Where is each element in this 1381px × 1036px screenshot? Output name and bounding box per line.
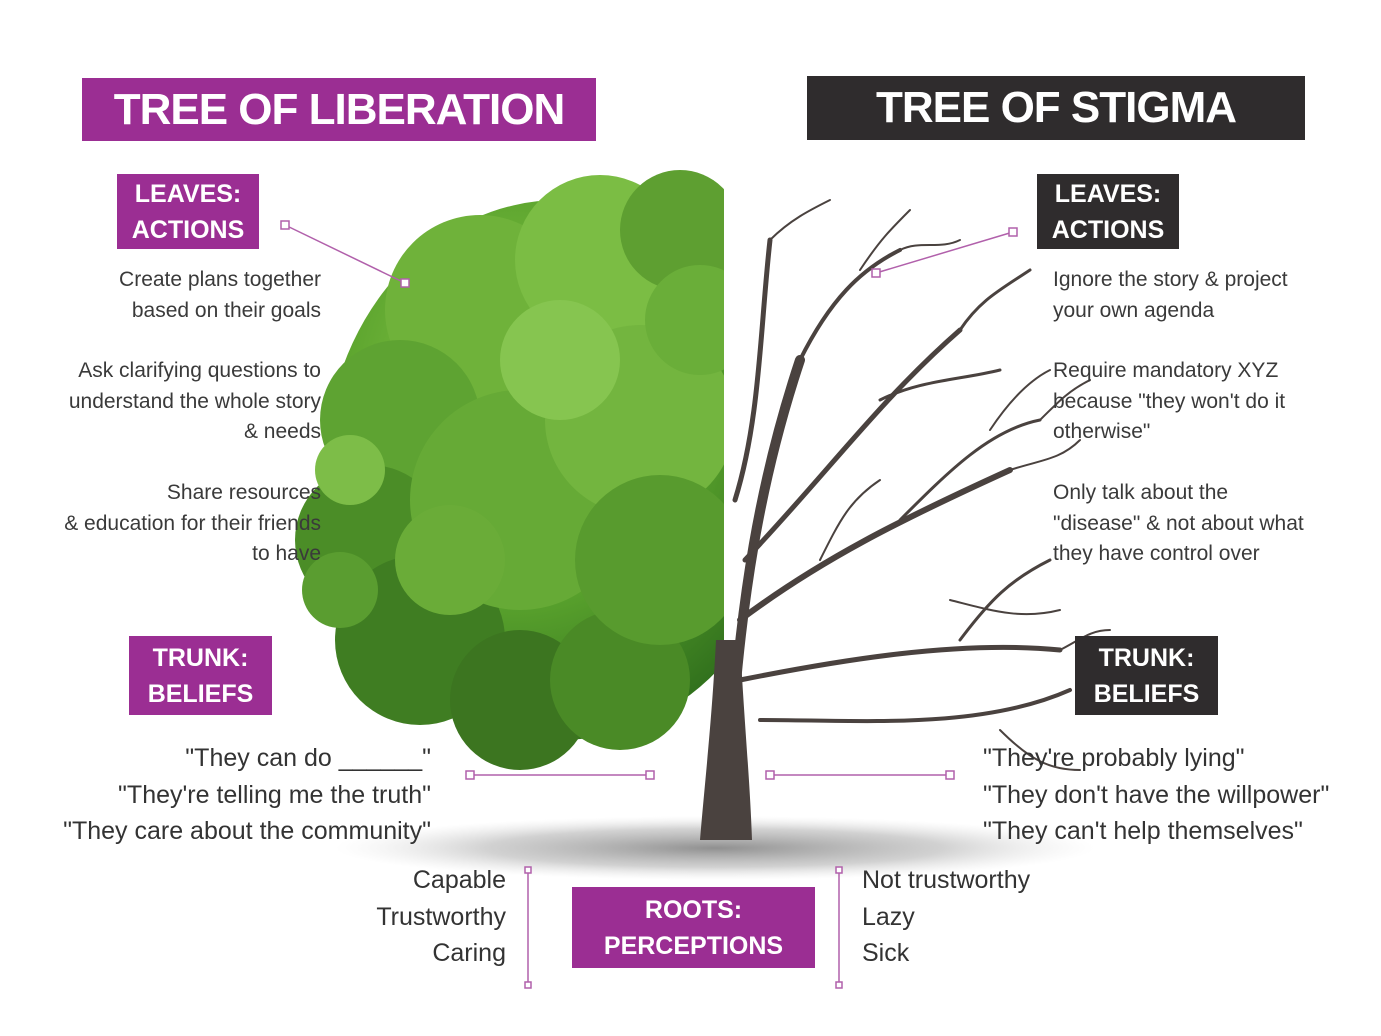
tree-trunk	[700, 640, 752, 840]
label-line: LEAVES:	[134, 179, 242, 208]
ground-shadow	[335, 816, 1095, 880]
liberation-action-1: Create plans together based on their goa…	[119, 265, 321, 326]
action-line: Only talk about the	[1053, 481, 1229, 504]
label-line: ACTIONS	[131, 215, 245, 244]
perception-line: Caring	[432, 939, 506, 967]
action-line: because "they won't do it	[1053, 389, 1286, 413]
belief-line: "They can't help themselves"	[983, 817, 1303, 845]
action-line: understand the whole story	[68, 389, 321, 413]
stigma-action-3: Only talk about the "disease" & not abou…	[1053, 478, 1304, 570]
action-line: Ask clarifying questions to	[78, 359, 321, 382]
stigma-action-2: Require mandatory XYZ because "they won'…	[1053, 356, 1285, 448]
liberation-title: TREE OF LIBERATION	[82, 78, 596, 141]
label-line: TRUNK:	[1098, 643, 1195, 672]
label-line: BELIEFS	[1093, 679, 1200, 708]
label-line: PERCEPTIONS	[603, 931, 784, 960]
perception-line: Not trustworthy	[862, 866, 1031, 894]
action-line: they have control over	[1053, 542, 1260, 565]
liberation-action-2: Ask clarifying questions to understand t…	[69, 356, 321, 448]
label-line: TRUNK:	[152, 643, 249, 672]
perception-line: Lazy	[862, 902, 915, 931]
action-line: Ignore the story & project	[1053, 268, 1288, 291]
belief-line: "They can do ______"	[185, 744, 431, 772]
roots-perceptions-label: ROOTS: PERCEPTIONS	[572, 887, 815, 968]
label-line: BELIEFS	[147, 679, 254, 708]
stigma-leaves-label: LEAVES: ACTIONS	[1037, 174, 1179, 249]
liberation-beliefs: "They can do ______" "They're telling me…	[63, 740, 431, 850]
liberation-perceptions: Capable Trustworthy Caring	[376, 862, 506, 972]
label-line: LEAVES:	[1054, 179, 1162, 208]
stigma-beliefs: "They're probably lying" "They don't hav…	[983, 740, 1329, 850]
liberation-trunk-label: TRUNK: BELIEFS	[129, 636, 272, 715]
liberation-trunk-connector	[465, 770, 655, 780]
perception-line: Trustworthy	[376, 902, 506, 931]
action-line: & needs	[243, 420, 321, 443]
label-line: ACTIONS	[1051, 215, 1165, 244]
action-line: Create plans together	[119, 268, 321, 291]
liberation-roots-connector	[524, 866, 532, 989]
stigma-action-1: Ignore the story & project your own agen…	[1053, 265, 1288, 326]
action-line: & education for their friends	[64, 511, 321, 535]
belief-line: "They're telling me the truth"	[118, 780, 431, 809]
action-line: to have	[252, 542, 321, 565]
liberation-action-3: Share resources & education for their fr…	[64, 478, 321, 570]
stigma-leaves-connector	[871, 227, 1018, 278]
stigma-trunk-label: TRUNK: BELIEFS	[1075, 636, 1218, 715]
action-line: Require mandatory XYZ	[1053, 359, 1279, 382]
stigma-roots-connector	[835, 866, 843, 989]
action-line: Share resources	[166, 481, 321, 504]
belief-line: "They care about the community"	[63, 817, 431, 845]
liberation-leaves-connector	[280, 220, 410, 288]
stigma-title: TREE OF STIGMA	[807, 76, 1305, 140]
stigma-perceptions: Not trustworthy Lazy Sick	[862, 862, 1030, 972]
action-line: your own agenda	[1053, 298, 1215, 322]
stigma-trunk-connector	[765, 770, 955, 780]
liberation-leaves-label: LEAVES: ACTIONS	[117, 174, 259, 249]
label-line: ROOTS:	[644, 895, 743, 924]
perception-line: Sick	[862, 939, 910, 967]
green-foliage	[295, 170, 724, 770]
belief-line: "They don't have the willpower"	[983, 780, 1330, 809]
perception-line: Capable	[412, 866, 506, 894]
action-line: "disease" & not about what	[1053, 511, 1304, 535]
action-line: based on their goals	[131, 298, 321, 322]
action-line: otherwise"	[1053, 420, 1151, 443]
belief-line: "They're probably lying"	[983, 744, 1245, 772]
